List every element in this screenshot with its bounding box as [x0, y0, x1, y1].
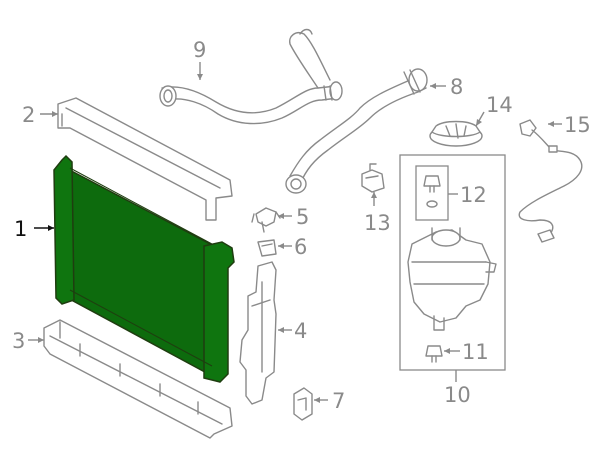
radiator-right-tank [203, 241, 235, 383]
callout-13-label: 13 [364, 211, 391, 235]
callout-8: 8 [430, 75, 463, 99]
callout-9-label: 9 [193, 38, 206, 62]
callout-8-label: 8 [450, 75, 463, 99]
callout-14: 14 [475, 93, 513, 127]
callout-4: 4 [278, 319, 307, 343]
callout-12: 12 [448, 183, 487, 207]
callout-15-label: 15 [564, 113, 591, 137]
callout-4-label: 4 [294, 319, 307, 343]
callout-6: 6 [278, 235, 307, 259]
radiator-left-tank [53, 154, 75, 305]
callout-9: 9 [193, 38, 206, 80]
part-3-lower-air-guide[interactable] [43, 319, 233, 439]
callout-10: 10 [444, 370, 471, 407]
callout-5-label: 5 [296, 205, 309, 229]
part-7-clip[interactable] [293, 387, 313, 421]
callout-2-label: 2 [22, 103, 35, 127]
part-6-clip[interactable] [257, 239, 277, 257]
part-10-expansion-tank[interactable] [407, 227, 497, 331]
callout-10-label: 10 [444, 383, 471, 407]
callout-3-label: 3 [12, 329, 25, 353]
callout-1-label: 1 [14, 217, 27, 241]
part-13-connector[interactable] [361, 163, 385, 193]
part-12-bolt[interactable] [423, 175, 441, 208]
callout-6-label: 6 [294, 235, 307, 259]
callout-7-label: 7 [332, 389, 345, 413]
part-10-expansion-tank-group [399, 154, 506, 371]
part-14-cap[interactable] [429, 120, 483, 147]
part-15-sensor[interactable] [518, 119, 583, 243]
part-5-bracket[interactable] [251, 207, 281, 233]
callout-2: 2 [22, 103, 58, 127]
part-4-side-air-guide[interactable] [239, 261, 277, 405]
callout-14-label: 14 [486, 93, 513, 117]
callout-12-label: 12 [460, 183, 487, 207]
callout-11-label: 11 [462, 340, 489, 364]
part-1-radiator[interactable] [53, 154, 235, 383]
part-2-air-guide[interactable] [57, 97, 233, 221]
callout-1: 1 [14, 217, 54, 241]
callout-7: 7 [314, 389, 345, 413]
part-11-screw[interactable] [425, 345, 443, 363]
callout-5: 5 [278, 205, 309, 229]
callout-11: 11 [444, 340, 489, 364]
callout-15: 15 [548, 113, 591, 137]
part-8-lower-hose[interactable] [285, 68, 428, 194]
part-9-upper-hose[interactable] [159, 28, 343, 125]
callout-13: 13 [364, 192, 391, 235]
callout-3: 3 [12, 329, 44, 353]
